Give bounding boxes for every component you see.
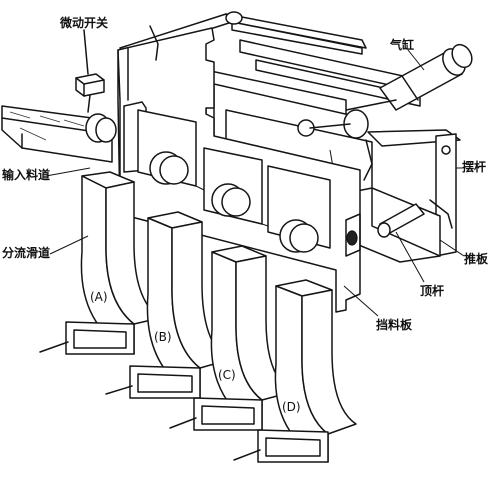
label-swing-rod: 摆杆 [462, 160, 487, 174]
label-diverter-chute: 分流滑道 [2, 246, 51, 260]
chute-label-a: (A) [90, 290, 108, 304]
rollers [85, 113, 358, 253]
ejector-rod-shape [377, 203, 425, 238]
micro-switch-shape [75, 29, 105, 113]
label-micro-switch: 微动开关 [60, 16, 109, 30]
label-input-chute: 输入料道 [2, 168, 51, 182]
leader-lines [45, 49, 465, 317]
guide-rods [119, 11, 421, 107]
label-push-plate: 推板 [464, 252, 489, 266]
chute-label-c: (C) [218, 368, 236, 382]
chute-b-shape [105, 211, 229, 399]
swing-rod-shape [367, 129, 461, 257]
chute-d-shape [233, 279, 357, 463]
label-cylinder: 气缸 [390, 38, 415, 52]
chute-label-d: (D) [282, 400, 301, 414]
input-chute-shape [1, 105, 113, 163]
chute-label-b: (B) [154, 330, 172, 344]
chute-a-shape [39, 171, 161, 355]
label-ejector-rod: 顶杆 [420, 284, 445, 298]
cylinder-shape [345, 43, 473, 111]
label-stop-plate: 挡料板 [376, 318, 413, 332]
